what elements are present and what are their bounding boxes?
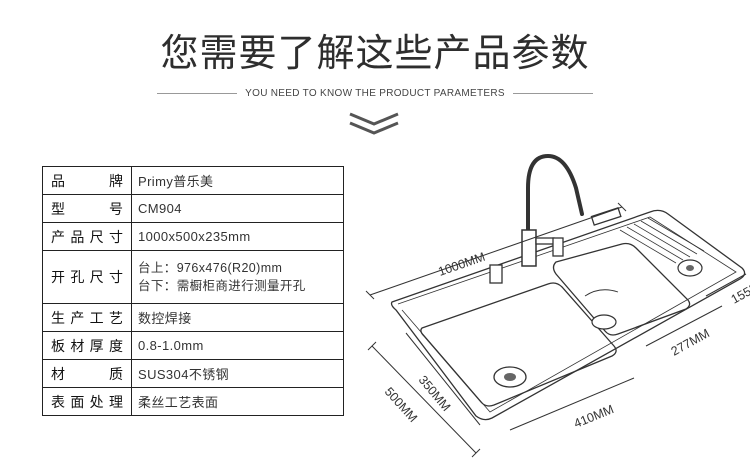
param-label: 材质 bbox=[42, 359, 132, 388]
param-value: SUS304不锈钢 bbox=[131, 359, 344, 388]
drain-left-core bbox=[504, 373, 516, 381]
basin-shadow bbox=[584, 289, 619, 297]
dimension-width: 500MM bbox=[382, 385, 420, 425]
param-row-model: 型号 CM904 bbox=[42, 194, 344, 223]
param-row-material: 材质 SUS304不锈钢 bbox=[42, 359, 344, 388]
param-label: 生产工艺 bbox=[42, 303, 132, 332]
drain-right-icon bbox=[591, 314, 617, 330]
param-row-size: 产品尺寸 1000x500x235mm bbox=[42, 222, 344, 251]
dimension-lines bbox=[365, 202, 747, 458]
param-value: 1000x500x235mm bbox=[131, 222, 344, 251]
param-row-brand: 品牌 Primy普乐美 bbox=[42, 166, 344, 195]
dimension-length: 1000MM bbox=[436, 250, 487, 279]
subtitle-row: YOU NEED TO KNOW THE PRODUCT PARAMETERS bbox=[0, 88, 750, 99]
sink-outline bbox=[390, 209, 746, 421]
right-basin bbox=[552, 242, 691, 336]
sink-inner-rim bbox=[397, 216, 737, 413]
dimension-basin-front: 410MM bbox=[572, 402, 616, 431]
param-value: 台上：976x476(R20)mm 台下：需橱柜商进行测量开孔 bbox=[131, 250, 344, 304]
soap-dispenser-icon bbox=[489, 264, 503, 284]
soap-slot bbox=[590, 207, 622, 226]
param-value-line: 台下：需橱柜商进行测量开孔 bbox=[138, 279, 306, 293]
page-title: 您需要了解这些产品参数 bbox=[160, 31, 590, 75]
parameter-table: 品牌 Primy普乐美 型号 CM904 产品尺寸 1000x500x235mm… bbox=[42, 166, 344, 416]
param-label: 开孔尺寸 bbox=[42, 250, 132, 304]
strainer-core bbox=[686, 265, 694, 271]
sink-diagram: 1000MM 500MM 350MM 410MM 277MM 155MM bbox=[365, 153, 750, 458]
page-subtitle: YOU NEED TO KNOW THE PRODUCT PARAMETERS bbox=[245, 88, 505, 99]
param-value: 数控焊接 bbox=[131, 303, 344, 332]
param-label: 品牌 bbox=[42, 166, 132, 195]
param-value-line: 台上：976x476(R20)mm bbox=[138, 261, 283, 275]
param-row-finish: 表面处理 柔丝工艺表面 bbox=[42, 387, 344, 416]
param-label: 型号 bbox=[42, 194, 132, 223]
param-label: 表面处理 bbox=[42, 387, 132, 416]
param-row-thickness: 板材厚度 0.8-1.0mm bbox=[42, 331, 344, 360]
param-row-cutout: 开孔尺寸 台上：976x476(R20)mm 台下：需橱柜商进行测量开孔 bbox=[42, 250, 344, 304]
param-label: 板材厚度 bbox=[42, 331, 132, 360]
param-label: 产品尺寸 bbox=[42, 222, 132, 251]
param-row-process: 生产工艺 数控焊接 bbox=[42, 303, 344, 332]
param-value: CM904 bbox=[131, 194, 344, 223]
drainboard-ribs bbox=[619, 217, 705, 264]
param-value: 0.8-1.0mm bbox=[131, 331, 344, 360]
subtitle-divider-left bbox=[157, 93, 238, 94]
subtitle-divider-right bbox=[512, 93, 593, 94]
faucet-icon bbox=[521, 153, 584, 267]
left-basin bbox=[420, 282, 617, 407]
param-value: 柔丝工艺表面 bbox=[131, 387, 344, 416]
param-value: Primy普乐美 bbox=[131, 166, 344, 195]
double-chevron-down-icon bbox=[349, 112, 399, 135]
